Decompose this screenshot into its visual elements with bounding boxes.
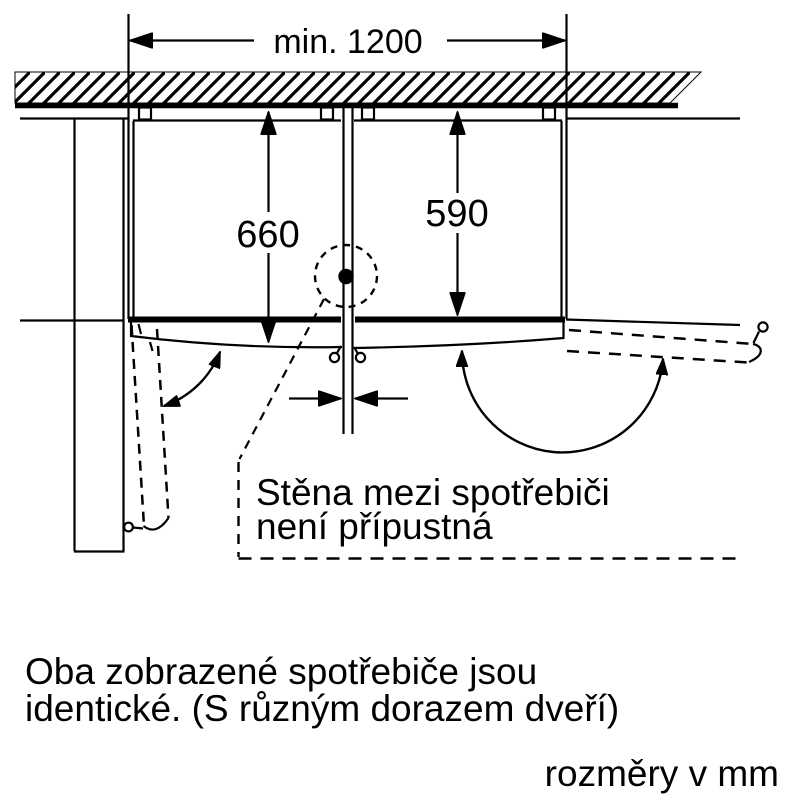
detail-circle [313, 243, 379, 309]
dim-660-label: 660 [236, 214, 299, 256]
door-swing-arc-left [164, 352, 222, 408]
door-handle-right-knob [354, 351, 367, 364]
dimension-depth-without-door: 590 [425, 112, 489, 315]
dim-590-label: 590 [425, 193, 488, 235]
appliance-right [353, 106, 568, 350]
door-open-right-handle [757, 321, 769, 333]
callout-leader-line [238, 298, 325, 460]
wall-section [14, 71, 740, 120]
door-handle-left [336, 345, 342, 354]
door-open-left [122, 323, 222, 533]
wall-hatch [14, 71, 703, 104]
detail-circle-outline [313, 243, 379, 309]
dimension-depth-with-door: 660 [236, 112, 300, 342]
note-callout: Stěna mezi spotřebiči není přípustná [237, 298, 742, 560]
caption-line2: identické. (S různým dorazem dveří) [25, 688, 619, 729]
door-open-right-end [748, 342, 762, 364]
dimension-min-width: min. 1200 [127, 14, 568, 118]
door-swing-arc-right [462, 351, 663, 454]
caption-line1: Oba zobrazené spotřebiče jsou [25, 651, 537, 692]
note-line1: Stěna mezi spotřebiči [256, 472, 610, 513]
hinge-marker [137, 106, 153, 121]
appliance-left [127, 106, 343, 349]
door-open-right [462, 318, 769, 454]
door-handle-left-knob [328, 351, 341, 364]
note-line2: není přípustná [256, 506, 493, 547]
dim-min-width-label: min. 1200 [273, 23, 422, 61]
pivot-dot [338, 268, 354, 285]
door-open-left-end [142, 517, 170, 531]
door-handle-right [353, 346, 359, 354]
hinge-marker [319, 106, 335, 121]
units-label: rozměry v mm [545, 753, 779, 794]
door-closed-left [129, 322, 343, 349]
caption: Oba zobrazené spotřebiče jsou identické.… [25, 651, 779, 794]
hinge-marker [360, 106, 376, 121]
side-wall-column [20, 118, 125, 553]
door-open-right-back [565, 318, 741, 327]
door-open-left-handle [122, 521, 134, 533]
hinge-marker [541, 106, 557, 121]
door-closed-right [353, 322, 565, 350]
